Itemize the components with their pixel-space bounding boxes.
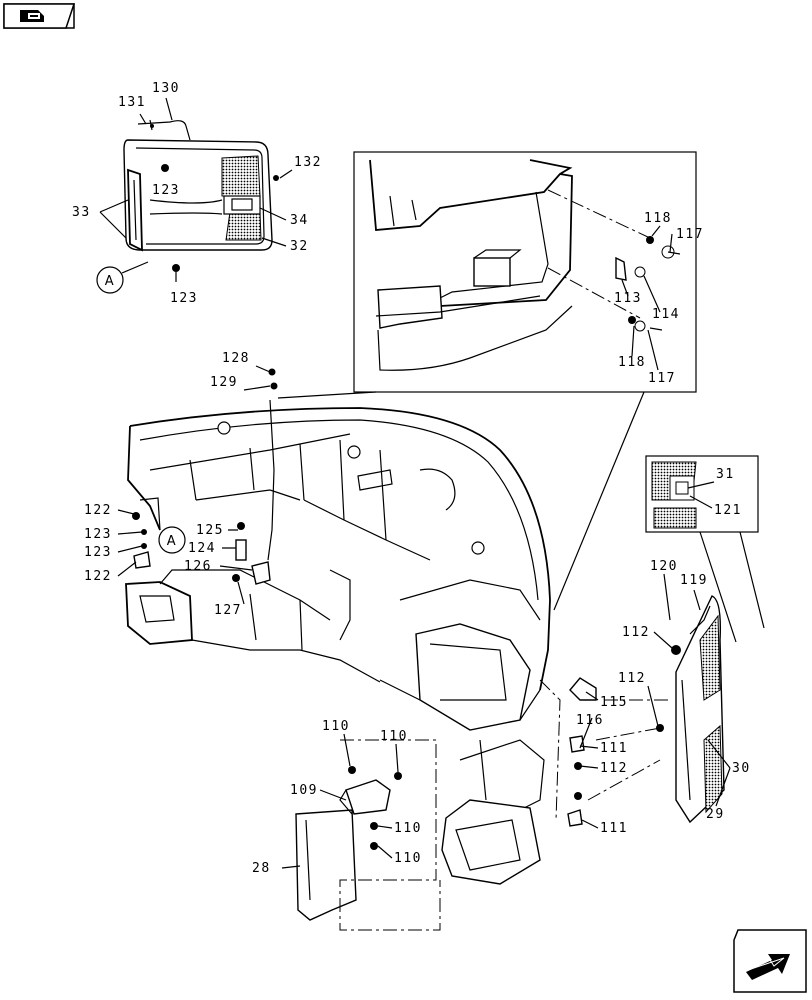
inset-detail-box (277, 151, 697, 399)
callout-116: 116 (576, 713, 604, 728)
callout-117-b: 117 (648, 371, 676, 386)
callout-31: 31 (716, 467, 735, 482)
callout-128: 128 (222, 351, 250, 366)
callout-118-a: 118 (644, 211, 672, 226)
callout-130: 130 (152, 81, 180, 96)
callout-120: 120 (650, 559, 678, 574)
callout-109: 109 (290, 783, 318, 798)
detail-marker-a-main: A (158, 526, 186, 554)
callout-28: 28 (252, 861, 271, 876)
callout-118-b: 118 (618, 355, 646, 370)
callout-33: 33 (72, 205, 91, 220)
callout-123-top: 123 (152, 183, 180, 198)
bottom-cover-28 (295, 739, 441, 931)
next-page-arrow-icon (746, 954, 790, 980)
book-back-icon (20, 10, 44, 22)
callout-129: 129 (210, 375, 238, 390)
callout-121: 121 (714, 503, 742, 518)
callout-110-c: 110 (394, 821, 422, 836)
callout-113: 113 (614, 291, 642, 306)
callout-110-d: 110 (394, 851, 422, 866)
leader-lines (99, 97, 731, 869)
callout-112-a: 112 (622, 625, 650, 640)
callout-110-b: 110 (380, 729, 408, 744)
callout-119: 119 (680, 573, 708, 588)
back-to-index-button[interactable] (3, 3, 76, 29)
panel-detail-group (123, 119, 279, 282)
detail-marker-a-top: A (96, 261, 149, 294)
callout-30: 30 (732, 761, 751, 776)
callout-110-a: 110 (322, 719, 350, 734)
callout-112-b: 112 (618, 671, 646, 686)
side-panel-29 (539, 595, 725, 827)
callout-124: 124 (188, 541, 216, 556)
callout-112-c: 112 (600, 761, 628, 776)
callout-34: 34 (290, 213, 309, 228)
counterweight-main-body (125, 407, 551, 885)
callout-117-a: 117 (676, 227, 704, 242)
callout-123-top-b: 123 (170, 291, 198, 306)
callout-114: 114 (652, 307, 680, 322)
callout-127: 127 (214, 603, 242, 618)
callout-122-a: 122 (84, 503, 112, 518)
callout-32: 32 (290, 239, 309, 254)
callout-132: 132 (294, 155, 322, 170)
callout-29: 29 (706, 807, 725, 822)
svg-text:A: A (105, 274, 115, 289)
bracket-assembly (132, 368, 278, 585)
callout-131: 131 (118, 95, 146, 110)
callout-122-b: 122 (84, 569, 112, 584)
callout-111-b: 111 (600, 821, 628, 836)
callout-123-a: 123 (84, 527, 112, 542)
callout-123-b: 123 (84, 545, 112, 560)
callout-115: 115 (600, 695, 628, 710)
decal-callout-box (645, 455, 765, 643)
callout-111-a: 111 (600, 741, 628, 756)
callout-125: 125 (196, 523, 224, 538)
svg-text:A: A (167, 534, 177, 549)
callout-labels: 131 130 132 33 123 34 32 123 128 129 118… (72, 81, 751, 876)
callout-126: 126 (184, 559, 212, 574)
next-page-button[interactable] (733, 929, 807, 993)
